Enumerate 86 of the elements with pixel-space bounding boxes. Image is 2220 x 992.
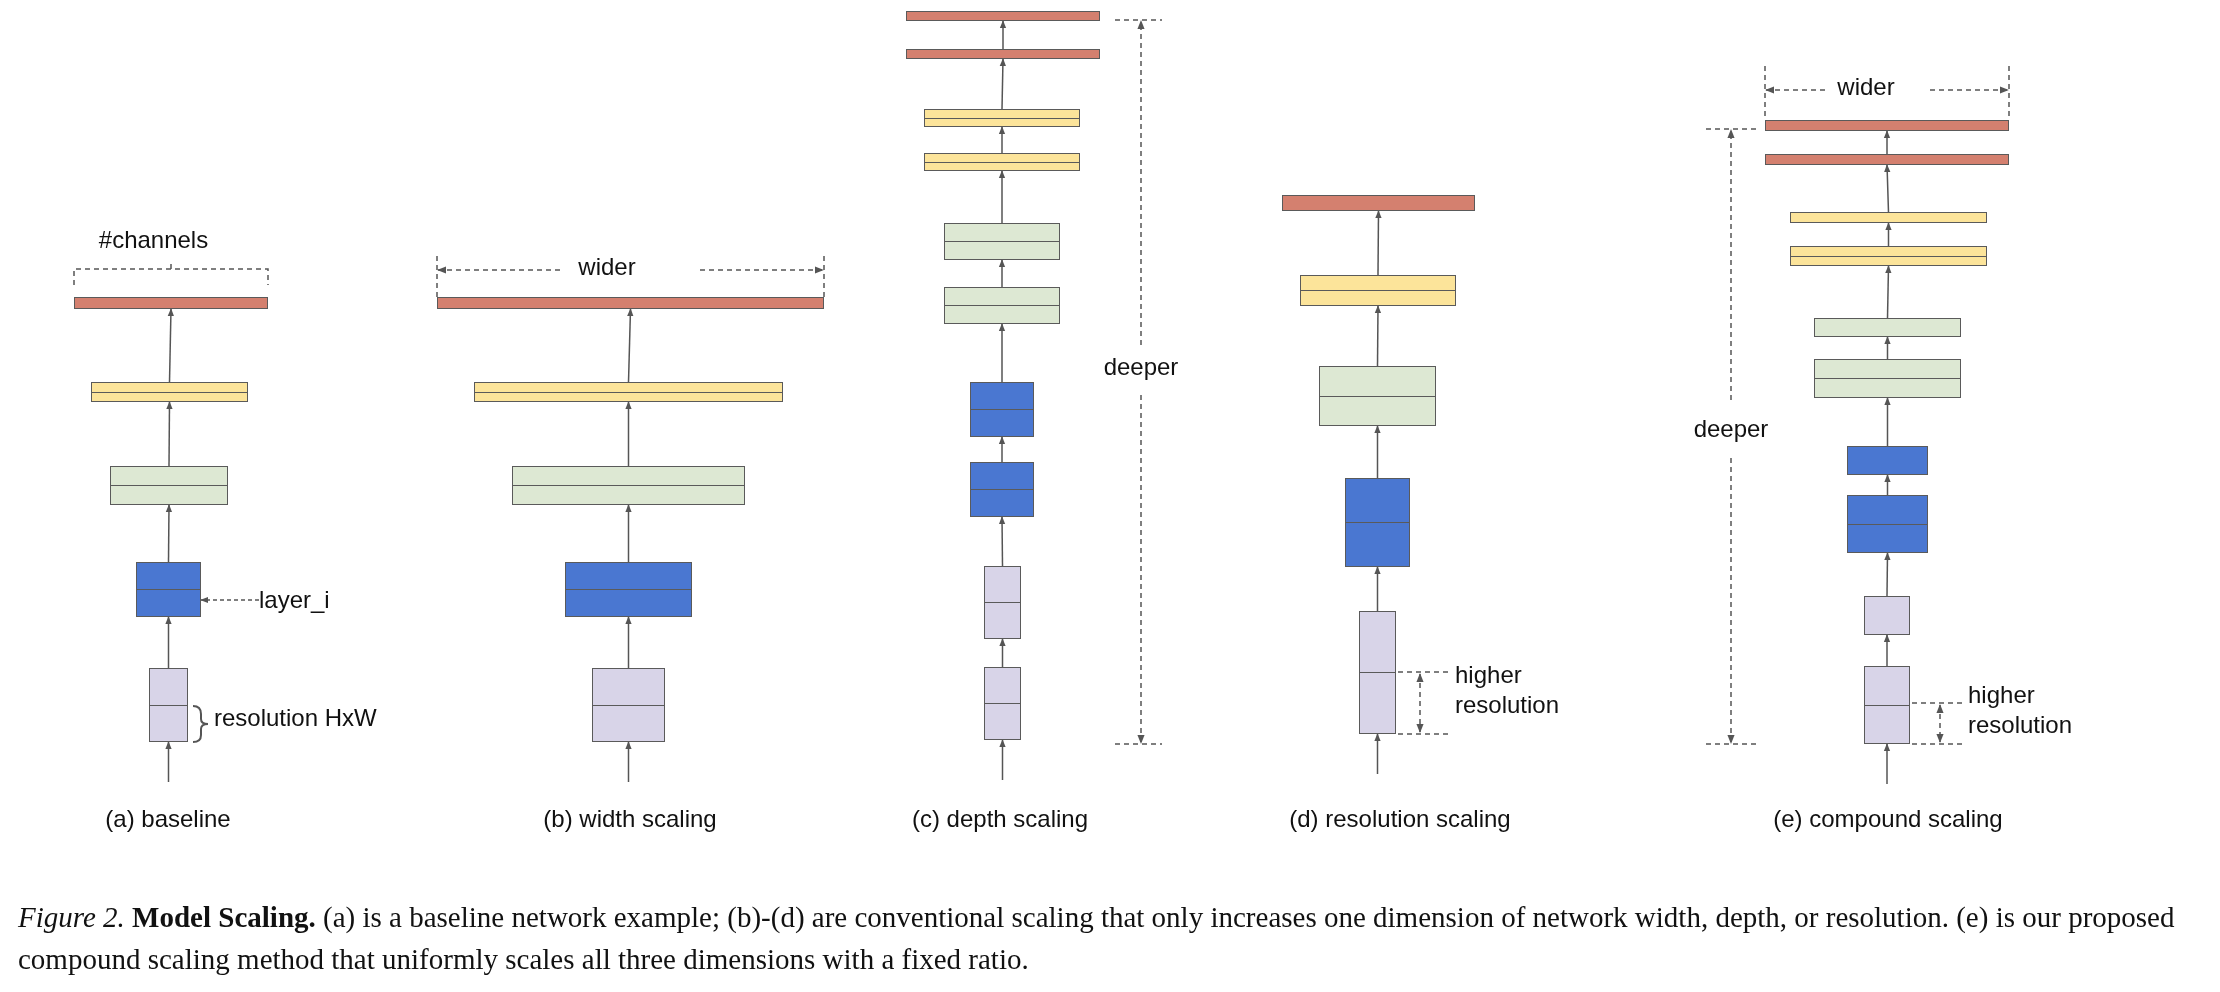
arrow [998, 259, 1006, 288]
layer-block [1319, 366, 1436, 426]
layer-block [1359, 611, 1396, 734]
layer-block [136, 562, 201, 617]
layer-block [1345, 478, 1410, 567]
arrow [625, 504, 632, 563]
layer-block [1814, 359, 1961, 398]
layer-block [1790, 212, 1987, 223]
arrow [1374, 305, 1382, 367]
leader-arrow [200, 596, 260, 604]
annotation-text: higher resolution [1455, 660, 1561, 720]
arrow [999, 638, 1006, 668]
subfigure-label: (d) resolution scaling [1288, 804, 1512, 834]
output-layer-bar [1765, 120, 2009, 131]
annotation-text: #channels [97, 225, 210, 255]
arrow [998, 126, 1006, 154]
arrow [999, 58, 1007, 110]
output-layer-bar [74, 297, 268, 309]
layer-block [512, 466, 745, 505]
output-layer-bar [1282, 195, 1475, 211]
layer-block [474, 382, 783, 402]
arrow [1884, 397, 1891, 447]
arrow [625, 616, 632, 669]
layer-block [984, 566, 1021, 639]
layer-label: layer_i [259, 585, 330, 615]
annotation-text: higher resolution [1968, 680, 2074, 740]
annotation-text: wider [1836, 72, 1896, 102]
arrow [1883, 743, 1891, 785]
arrow [998, 323, 1006, 383]
layer-block [970, 462, 1034, 517]
layer-block [1814, 318, 1961, 337]
layer-block [1847, 495, 1928, 553]
arrow [165, 504, 173, 563]
subfigure-label: (b) width scaling [542, 804, 718, 834]
arrow [999, 20, 1007, 50]
arrow [1374, 425, 1381, 479]
arrow [999, 739, 1006, 781]
figure-caption: Figure 2. Model Scaling. (a) is a baseline network example; (b)-(d) are conventional scaling that only increases one dimension of network width, depth, or resolution. (e) is our proposed compound scaling method that uniformly scales all three dimensions with a fixed ratio. [18, 900, 2176, 977]
layer-block [1864, 596, 1910, 635]
layer-block [1300, 275, 1456, 306]
arrow [1374, 733, 1381, 775]
output-layer-bar [437, 297, 824, 309]
layer-block [149, 668, 188, 742]
annotation-text: resolution HxW [214, 703, 378, 733]
output-layer-bar [1765, 154, 2009, 165]
subfigure-label: (c) depth scaling [910, 804, 1090, 834]
arrow [165, 741, 172, 783]
output-layer-bar [906, 11, 1100, 21]
layer-block [565, 562, 692, 617]
arrow [1883, 634, 1891, 667]
layer-block [1864, 666, 1910, 744]
layer-block [1790, 246, 1987, 266]
layer-block [1847, 446, 1928, 475]
arrow [1884, 164, 1891, 213]
arrow [167, 308, 175, 383]
arrow [627, 308, 634, 383]
arrow [1884, 336, 1891, 360]
layer-block [924, 153, 1080, 171]
annotation-text: deeper [1692, 414, 1770, 444]
arrow [1884, 552, 1891, 597]
arrow [625, 401, 632, 467]
arrow [998, 516, 1006, 567]
subfigure-label: (e) compound scaling [1772, 804, 2004, 834]
arrow [1885, 265, 1892, 319]
arrow [1884, 474, 1891, 496]
arrow [1375, 210, 1382, 276]
arrow [998, 170, 1006, 224]
layer-block [970, 382, 1034, 437]
arrow [1883, 130, 1891, 155]
arrow [998, 436, 1006, 463]
arrow [165, 616, 172, 669]
annotation-text: wider [577, 252, 637, 282]
arrow [1374, 566, 1381, 612]
arrow [625, 741, 632, 783]
layer-block [110, 466, 228, 505]
layer-block [592, 668, 665, 742]
output-layer-bar [906, 49, 1100, 59]
arrow [166, 401, 173, 467]
layer-block [924, 109, 1080, 127]
subfigure-label: (a) baseline [104, 804, 232, 834]
layer-block [944, 223, 1060, 260]
arrow [1885, 222, 1892, 247]
layer-block [91, 382, 248, 402]
annotation-text: deeper [1102, 352, 1180, 382]
layer-block [944, 287, 1060, 324]
layer-block [984, 667, 1021, 740]
